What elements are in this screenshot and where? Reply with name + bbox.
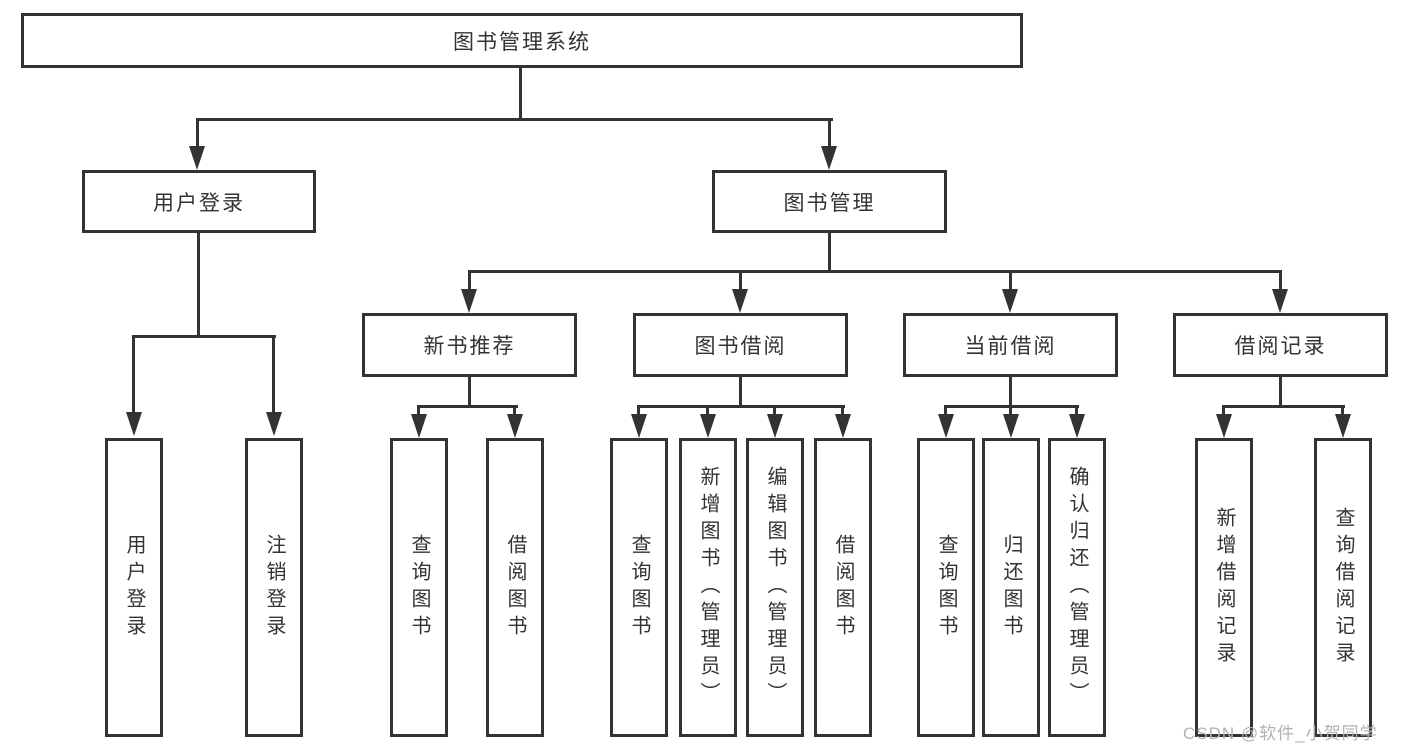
connector-line — [519, 67, 522, 120]
leaf-query-book-recommend-label: 查询图书 — [408, 533, 430, 642]
node-book-borrow-label: 图书借阅 — [694, 335, 787, 358]
connector-line — [1222, 405, 1225, 416]
leaf-borrow-book-recommend-label: 借阅图书 — [504, 533, 526, 642]
connector-line — [739, 377, 742, 407]
connector-line — [132, 335, 135, 414]
node-root: 图书管理系统 — [21, 13, 1023, 68]
arrow-down-icon — [1003, 414, 1019, 438]
connector-line — [196, 118, 833, 121]
node-root-label: 图书管理系统 — [453, 30, 591, 54]
connector-line — [841, 405, 844, 416]
connector-line — [132, 335, 276, 338]
node-book-management-label: 图书管理 — [783, 191, 876, 215]
leaf-borrow-book-recommend: 借阅图书 — [486, 438, 544, 737]
node-user-login: 用户登录 — [82, 170, 316, 233]
connector-line — [773, 405, 776, 416]
arrow-down-icon — [938, 414, 954, 438]
arrow-down-icon — [1002, 289, 1018, 313]
connector-line — [417, 405, 518, 408]
leaf-add-book-admin: 新增图书（管理员） — [679, 438, 737, 737]
connector-line — [197, 233, 200, 337]
arrow-down-icon — [1335, 414, 1351, 438]
node-new-book-recommend: 新书推荐 — [362, 313, 577, 377]
node-borrow-record-label: 借阅记录 — [1234, 335, 1327, 358]
node-new-book-recommend-label: 新书推荐 — [423, 335, 516, 358]
leaf-query-book-current-label: 查询图书 — [935, 533, 957, 642]
connector-line — [637, 405, 845, 408]
connector-line — [944, 405, 947, 416]
leaf-logout-label: 注销登录 — [263, 533, 285, 642]
leaf-logout: 注销登录 — [245, 438, 303, 737]
connector-line — [1009, 270, 1012, 292]
leaf-return-book: 归还图书 — [982, 438, 1040, 737]
connector-line — [1075, 405, 1078, 416]
arrow-down-icon — [631, 414, 647, 438]
arrow-down-icon — [461, 289, 477, 313]
connector-line — [828, 118, 831, 150]
arrow-down-icon — [189, 146, 205, 170]
leaf-confirm-return-admin: 确认归还（管理员） — [1048, 438, 1106, 737]
connector-line — [468, 270, 471, 292]
arrow-down-icon — [507, 414, 523, 438]
connector-line — [468, 377, 471, 407]
arrow-down-icon — [732, 289, 748, 313]
connector-line — [1279, 377, 1282, 407]
leaf-query-book-borrow-label: 查询图书 — [628, 533, 650, 642]
connector-line — [637, 405, 640, 416]
leaf-edit-book-admin-label: 编辑图书（管理员） — [764, 466, 786, 709]
connector-line — [468, 270, 1282, 273]
leaf-user-login: 用户登录 — [105, 438, 163, 737]
arrow-down-icon — [1216, 414, 1232, 438]
arrow-down-icon — [1069, 414, 1085, 438]
node-book-borrow: 图书借阅 — [633, 313, 848, 377]
arrow-down-icon — [767, 414, 783, 438]
arrow-down-icon — [126, 412, 142, 436]
connector-line — [1341, 405, 1344, 416]
leaf-borrow-book: 借阅图书 — [814, 438, 872, 737]
connector-line — [739, 270, 742, 292]
leaf-borrow-book-label: 借阅图书 — [832, 533, 854, 642]
leaf-user-login-label: 用户登录 — [123, 533, 145, 642]
leaf-query-book-current: 查询图书 — [917, 438, 975, 737]
arrow-down-icon — [821, 146, 837, 170]
leaf-edit-book-admin: 编辑图书（管理员） — [746, 438, 804, 737]
leaf-query-book-borrow: 查询图书 — [610, 438, 668, 737]
csdn-watermark: CSDN @软件_小贺同学 — [1183, 724, 1378, 743]
arrow-down-icon — [835, 414, 851, 438]
node-current-borrow: 当前借阅 — [903, 313, 1118, 377]
node-borrow-record: 借阅记录 — [1173, 313, 1388, 377]
connector-line — [1279, 270, 1282, 292]
leaf-query-borrow-record-label: 查询借阅记录 — [1332, 506, 1354, 669]
leaf-query-book-recommend: 查询图书 — [390, 438, 448, 737]
leaf-confirm-return-admin-label: 确认归还（管理员） — [1066, 466, 1088, 709]
arrow-down-icon — [411, 414, 427, 438]
arrow-down-icon — [700, 414, 716, 438]
connector-line — [1009, 405, 1012, 416]
node-book-management: 图书管理 — [712, 170, 947, 233]
leaf-query-borrow-record: 查询借阅记录 — [1314, 438, 1372, 737]
node-user-login-label: 用户登录 — [153, 191, 245, 215]
connector-line — [272, 335, 275, 414]
arrow-down-icon — [1272, 289, 1288, 313]
connector-line — [706, 405, 709, 416]
connector-line — [1222, 405, 1345, 408]
node-current-borrow-label: 当前借阅 — [964, 335, 1057, 358]
leaf-add-borrow-record: 新增借阅记录 — [1195, 438, 1253, 737]
leaf-add-borrow-record-label: 新增借阅记录 — [1213, 506, 1235, 669]
connector-line — [828, 233, 831, 272]
connector-line — [417, 405, 420, 416]
connector-line — [513, 405, 516, 416]
connector-line — [196, 118, 199, 150]
leaf-add-book-admin-label: 新增图书（管理员） — [697, 466, 719, 709]
leaf-return-book-label: 归还图书 — [1000, 533, 1022, 642]
arrow-down-icon — [266, 412, 282, 436]
connector-line — [1009, 377, 1012, 407]
